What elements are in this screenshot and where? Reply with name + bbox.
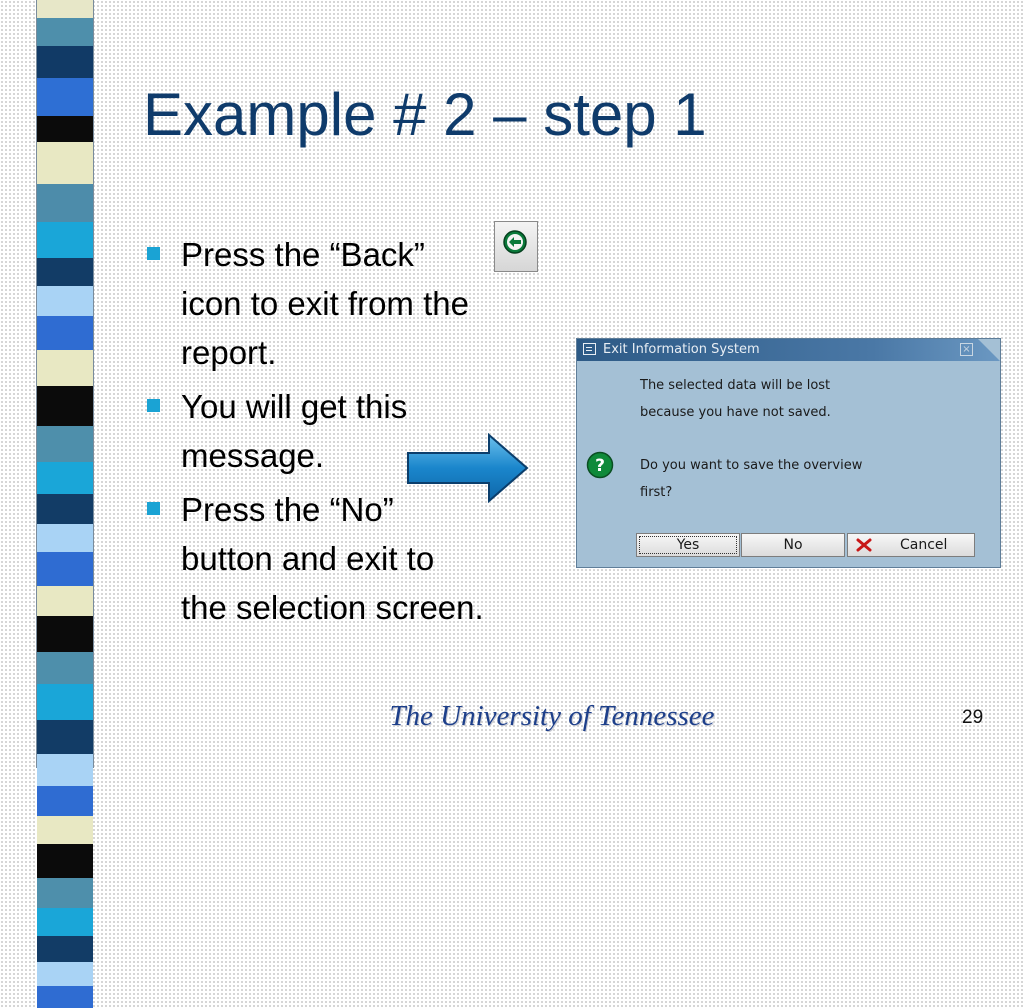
stripe-segment bbox=[37, 816, 93, 844]
bullet-line: icon to exit from the bbox=[181, 285, 469, 322]
stripe-segment bbox=[37, 786, 93, 816]
stripe-segment bbox=[37, 908, 93, 936]
dialog-message-line: Do you want to save the overview bbox=[640, 458, 863, 473]
no-button[interactable]: No bbox=[741, 533, 845, 557]
stripe-segment bbox=[37, 386, 93, 426]
stripe-segment bbox=[37, 0, 93, 18]
stripe-segment bbox=[37, 258, 93, 286]
stripe-segment bbox=[37, 18, 93, 46]
square-bullet-icon bbox=[147, 502, 160, 515]
square-bullet-icon bbox=[147, 399, 160, 412]
bullet-line: You will get this bbox=[181, 388, 408, 425]
question-icon: ? bbox=[586, 451, 614, 479]
bullet-item: You will get this message. bbox=[146, 382, 566, 480]
stripe-segment bbox=[37, 494, 93, 524]
stripe-segment bbox=[37, 462, 93, 494]
bullet-item: Press the “No” button and exit to the se… bbox=[146, 485, 566, 632]
stripe-segment bbox=[37, 684, 93, 720]
cancel-button[interactable]: Cancel bbox=[847, 533, 975, 557]
bullet-line: the selection screen. bbox=[181, 589, 484, 626]
stripe-segment bbox=[37, 286, 93, 316]
bullet-list: Press the “Back” icon to exit from the r… bbox=[146, 230, 566, 637]
stripe-segment bbox=[37, 426, 93, 462]
back-arrow-icon bbox=[503, 230, 527, 254]
stripe-segment bbox=[37, 586, 93, 616]
dialog-titlebar[interactable]: Exit Information System × bbox=[577, 339, 1000, 361]
bullet-line: message. bbox=[181, 437, 325, 474]
stripe-segment bbox=[37, 844, 93, 878]
stripe-segment bbox=[37, 46, 93, 78]
page-number: 29 bbox=[962, 707, 984, 728]
stripe-segment bbox=[37, 720, 93, 754]
stripe-segment bbox=[37, 962, 93, 986]
window-icon bbox=[583, 343, 596, 355]
dialog-message-line: first? bbox=[640, 485, 673, 500]
cancel-x-icon bbox=[856, 538, 872, 552]
bullet-line: Press the “Back” bbox=[181, 236, 425, 273]
close-icon[interactable]: × bbox=[960, 343, 973, 356]
stripe-segment bbox=[37, 184, 93, 222]
stripe-segment bbox=[37, 652, 93, 684]
decorative-stripe-bar bbox=[36, 0, 94, 1008]
stripe-segment bbox=[37, 878, 93, 908]
stripe-segment bbox=[37, 552, 93, 586]
dialog-message-line: because you have not saved. bbox=[640, 405, 831, 420]
slide-title: Example # 2 – step 1 bbox=[143, 81, 707, 148]
back-button[interactable] bbox=[494, 221, 538, 272]
right-arrow-icon bbox=[407, 433, 529, 503]
stripe-segment bbox=[37, 78, 93, 116]
svg-text:?: ? bbox=[595, 456, 605, 476]
stripe-segment bbox=[37, 222, 93, 258]
stripe-segment bbox=[37, 616, 93, 652]
stripe-segment bbox=[37, 350, 93, 386]
dialog-title: Exit Information System bbox=[603, 342, 760, 357]
bullet-line: Press the “No” bbox=[181, 491, 394, 528]
titlebar-corner bbox=[978, 339, 1000, 361]
stripe-segment bbox=[37, 936, 93, 962]
bullet-line: report. bbox=[181, 334, 277, 371]
stripe-segment bbox=[37, 986, 93, 1008]
stripe-segment bbox=[37, 754, 93, 786]
stripe-segment bbox=[37, 116, 93, 142]
yes-button[interactable]: Yes bbox=[636, 533, 740, 557]
stripe-segment bbox=[37, 142, 93, 184]
cancel-label: Cancel bbox=[900, 537, 948, 553]
footer-university-name: The University of Tennessee bbox=[389, 700, 715, 732]
dialog-message-line: The selected data will be lost bbox=[640, 378, 831, 393]
bullet-line: button and exit to bbox=[181, 540, 435, 577]
bullet-item: Press the “Back” icon to exit from the r… bbox=[146, 230, 566, 377]
exit-dialog: Exit Information System × The selected d… bbox=[576, 338, 1001, 568]
stripe-segment bbox=[37, 524, 93, 552]
stripe-segment bbox=[37, 316, 93, 350]
square-bullet-icon bbox=[147, 247, 160, 260]
